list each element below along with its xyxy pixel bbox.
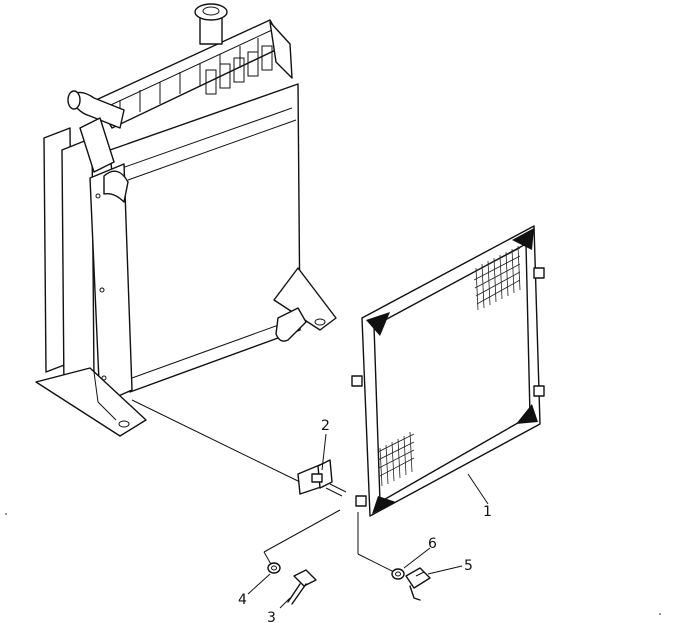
lower-hose-stub <box>103 170 129 203</box>
callout-leaders <box>247 433 489 609</box>
mount-tab <box>351 375 363 387</box>
mesh-pattern <box>377 431 415 487</box>
callout-4: 4 <box>238 592 247 608</box>
bolt-part <box>287 569 317 605</box>
bracket-nut <box>311 473 323 483</box>
washer <box>391 568 405 580</box>
callout-5: 5 <box>464 558 473 574</box>
bolt-head <box>293 569 317 587</box>
radiator-side-frame <box>61 137 95 393</box>
radiator-assembly <box>35 3 337 437</box>
callout-3: 3 <box>267 610 276 623</box>
foot-bracket-right <box>273 267 337 331</box>
washer-part <box>267 562 281 574</box>
corner-gusset <box>372 496 396 514</box>
mount-tab <box>355 495 367 507</box>
speck <box>659 613 661 615</box>
callout-6: 6 <box>428 536 437 552</box>
bolt-part-5 <box>405 567 431 601</box>
washer-part-6 <box>391 568 405 580</box>
alignment-lines <box>131 399 399 575</box>
bolt-head <box>405 567 431 589</box>
front-mount-bracket <box>89 163 133 405</box>
hose-opening <box>67 90 81 110</box>
guard-screen <box>351 225 545 517</box>
callout-2: 2 <box>321 418 330 434</box>
drain-fitting <box>275 307 307 342</box>
mount-tab <box>533 385 545 397</box>
speck <box>5 513 7 515</box>
top-bracket <box>269 21 293 79</box>
radiator-core <box>109 83 301 393</box>
foot-plate-left <box>35 367 147 437</box>
corner-gusset <box>516 404 538 424</box>
washer <box>267 562 281 574</box>
corner-gusset <box>366 312 390 336</box>
corner-gusset <box>512 228 534 250</box>
hose-elbow <box>79 117 115 173</box>
mesh-pattern <box>473 245 521 311</box>
radiator-cap <box>194 3 228 21</box>
bracket-part <box>297 459 347 497</box>
callout-1: 1 <box>483 504 492 520</box>
mount-tab <box>533 267 545 279</box>
